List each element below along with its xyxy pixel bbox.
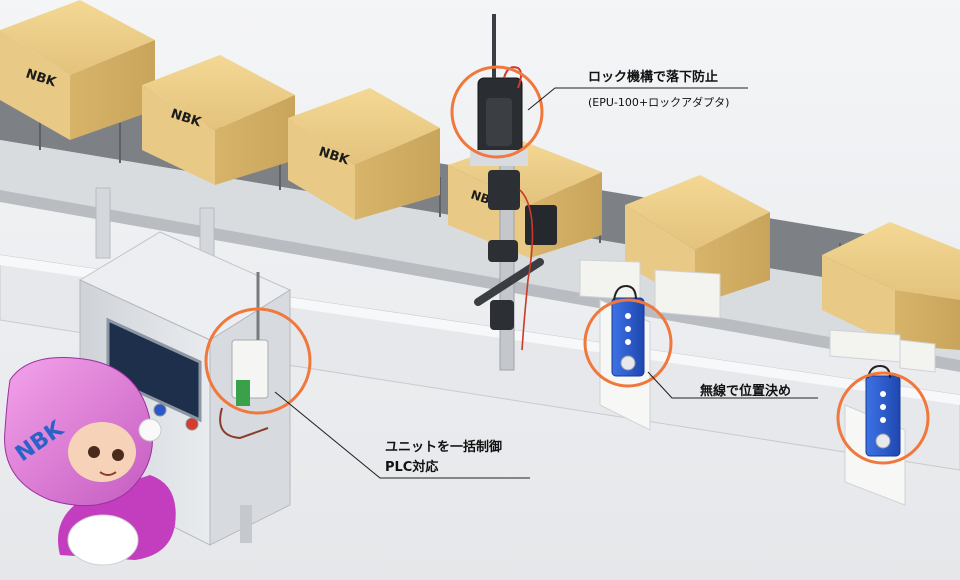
unit-cable bbox=[219, 407, 269, 440]
leader-lines bbox=[274, 87, 818, 479]
panel-button-red bbox=[185, 417, 199, 431]
callout-lock-subtitle: (EPU-100+ロックアダプタ) bbox=[588, 96, 730, 109]
terminal-block bbox=[236, 380, 250, 406]
callout-lock-title: ロック機構で落下防止 bbox=[588, 70, 719, 85]
wireless-device-2 bbox=[844, 364, 906, 506]
highlight-ring-wireless-2 bbox=[836, 371, 930, 465]
highlight-ring-lock bbox=[450, 65, 544, 159]
callout-unit-line1: ユニットを一括制御 bbox=[385, 440, 503, 455]
conveyor-posts bbox=[95, 187, 215, 261]
stopper-plates bbox=[579, 259, 936, 373]
positioning-mast bbox=[474, 149, 557, 371]
wireless-device-1 bbox=[599, 284, 651, 431]
hmi-screen bbox=[106, 317, 202, 423]
cardboard-box-1: NBK bbox=[0, 0, 155, 140]
callout-wireless-title: 無線で位置決め bbox=[700, 384, 792, 399]
callout-unit-line2: PLC対応 bbox=[385, 460, 439, 475]
cardboard-box-3: NBK bbox=[288, 88, 440, 220]
cardboard-box-6 bbox=[822, 222, 960, 350]
highlight-ring-unit bbox=[204, 307, 312, 415]
nbk-mascot: NBK bbox=[4, 357, 176, 566]
cardboard-box-2: NBK bbox=[142, 55, 295, 185]
highlight-ring-wireless-1 bbox=[583, 298, 673, 388]
panel-button-blue bbox=[153, 403, 167, 417]
